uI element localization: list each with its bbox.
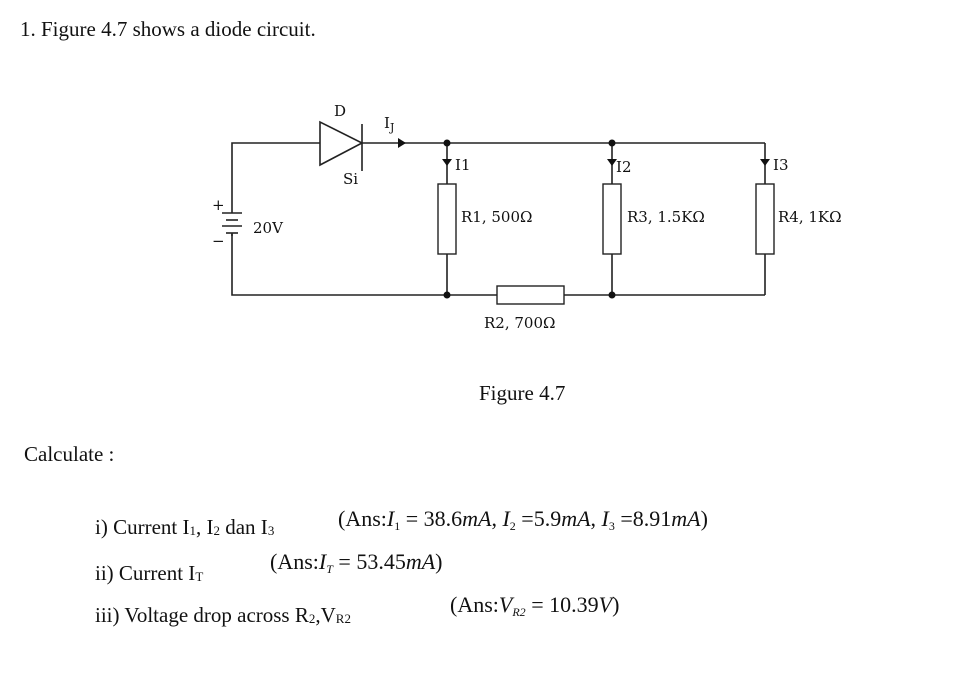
junction-dot xyxy=(443,139,451,147)
answer-item-1: (Ans:I1 = 38.6mA, I2 =5.9mA, I3 =8.91mA) xyxy=(338,506,708,533)
answer-item-3: (Ans:VR2 = 10.39V) xyxy=(450,592,620,619)
resistor-r4 xyxy=(755,183,775,255)
battery-minus: − xyxy=(212,232,225,250)
question-item-1: i) Current I1, I2 dan I3 xyxy=(95,515,275,539)
answer-item-2: (Ans:IT = 53.45mA) xyxy=(270,549,443,576)
junction-dot xyxy=(608,291,616,299)
resistor-r2 xyxy=(496,285,565,305)
diode-label: D xyxy=(334,102,346,120)
current-arrow-i2 xyxy=(607,159,617,166)
wire-left-bottom xyxy=(231,234,447,296)
resistor-r2-label: R2, 700Ω xyxy=(484,314,555,332)
current-label-i2: I2 xyxy=(616,158,631,176)
question-title: 1. Figure 4.7 shows a diode circuit. xyxy=(20,17,316,41)
junction-dot xyxy=(608,139,616,147)
junction-dot xyxy=(443,291,451,299)
resistor-r4-label: R4, 1KΩ xyxy=(778,208,842,226)
calculate-label: Calculate : xyxy=(24,442,115,466)
current-arrow-total xyxy=(398,138,406,148)
question-item-3: iii) Voltage drop across R2,VR2 xyxy=(95,603,351,627)
current-label-i3: I3 xyxy=(773,156,788,174)
question-item-2: ii) Current IT xyxy=(95,561,204,585)
battery-symbol xyxy=(222,212,242,236)
diode-symbol xyxy=(319,120,364,171)
current-arrow-i3 xyxy=(760,159,770,166)
current-label-total: IJ xyxy=(384,114,394,134)
wire-left-top xyxy=(231,142,320,213)
resistor-r1-label: R1, 500Ω xyxy=(461,208,532,226)
resistor-r3-label: R3, 1.5KΩ xyxy=(627,208,705,226)
diode-type-label: Si xyxy=(343,170,358,188)
source-voltage-label: 20V xyxy=(253,219,284,237)
current-arrow-i1 xyxy=(442,159,452,166)
resistor-r1 xyxy=(437,183,457,255)
current-label-i1: I1 xyxy=(455,156,470,174)
junction-dots xyxy=(443,139,616,299)
figure-caption: Figure 4.7 xyxy=(479,381,566,405)
battery-plus: + xyxy=(212,196,225,214)
resistor-r3 xyxy=(602,183,622,255)
